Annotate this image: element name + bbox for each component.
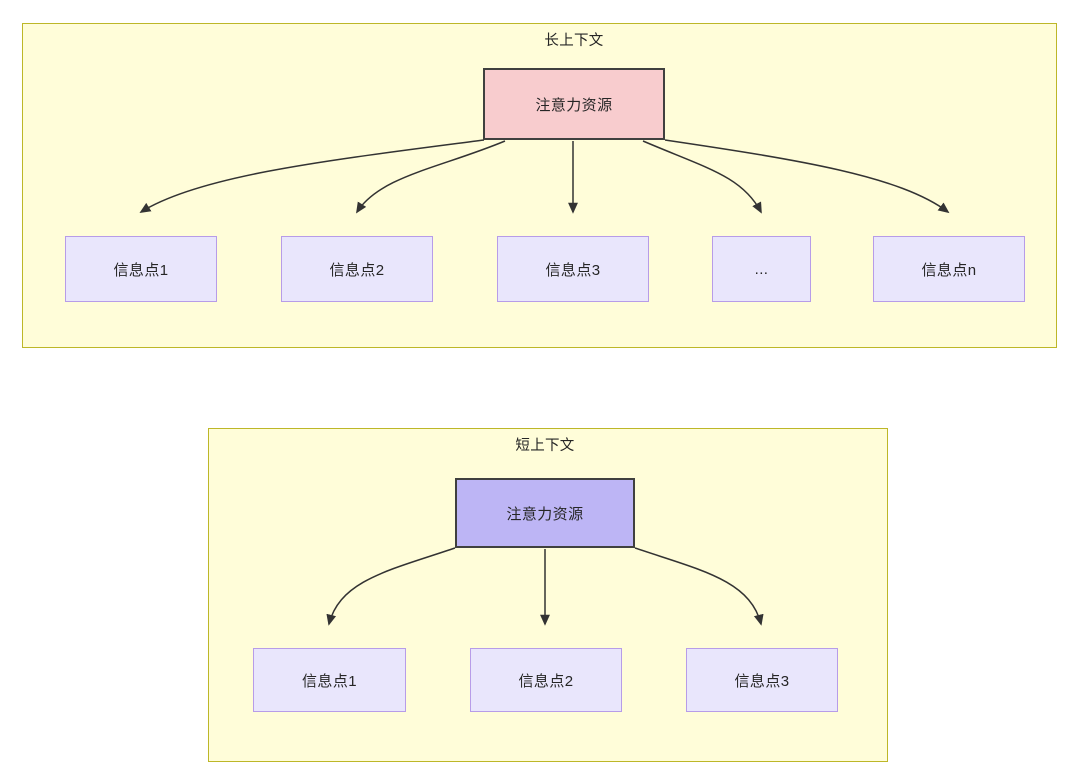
node-label: ... [754, 260, 769, 278]
node-label: 信息点3 [545, 261, 601, 279]
node-label: 信息点2 [518, 672, 574, 690]
group-long-context-title: 长上下文 [544, 33, 604, 49]
node-attention-resource-short[interactable]: 注意力资源 [455, 478, 635, 548]
node-short-leaf-1[interactable]: 信息点1 [253, 648, 406, 712]
node-label: 信息点n [921, 261, 977, 279]
group-short-context-title: 短上下文 [515, 438, 575, 454]
node-long-leaf-2[interactable]: 信息点2 [281, 236, 433, 302]
node-label: 信息点2 [329, 261, 385, 279]
node-attention-resource-long[interactable]: 注意力资源 [483, 68, 665, 140]
node-label: 注意力资源 [506, 505, 584, 523]
node-long-leaf-3[interactable]: 信息点3 [497, 236, 649, 302]
node-long-leaf-n[interactable]: 信息点n [873, 236, 1025, 302]
node-label: 信息点1 [302, 672, 357, 690]
node-short-leaf-3[interactable]: 信息点3 [686, 648, 838, 712]
node-long-leaf-ellipsis[interactable]: ... [712, 236, 811, 302]
node-short-leaf-2[interactable]: 信息点2 [470, 648, 622, 712]
node-label: 信息点3 [734, 672, 790, 690]
node-label: 信息点1 [113, 261, 169, 279]
node-long-leaf-1[interactable]: 信息点1 [65, 236, 217, 302]
node-label: 注意力资源 [535, 96, 613, 114]
